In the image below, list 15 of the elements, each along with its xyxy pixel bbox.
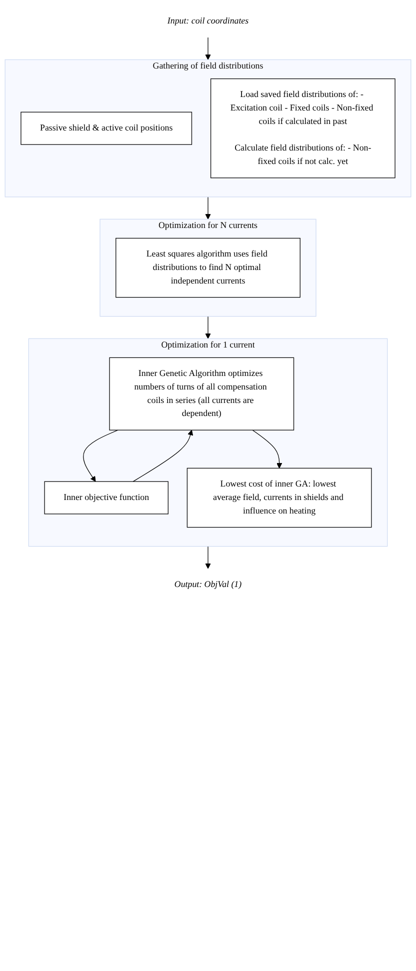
arrow	[83, 430, 118, 482]
arrow	[252, 430, 282, 468]
node-box: Inner Genetic Algorithm optimizes numbers of turns of all compensation coils in series (all currents are dependent)	[109, 357, 294, 430]
node-box: Passive shield & active coil positions	[20, 112, 192, 145]
arrow	[205, 196, 211, 220]
arrow	[205, 316, 211, 339]
arrow	[205, 37, 211, 60]
node-text: Output: ObjVal (1)	[174, 580, 242, 590]
node-box: Load saved field distributions of: - Excitation coil - Fixed coils - Non-fixed coils if calculated in past Calculate field distributions of: - Non-fixed coils if not calc. yet	[210, 78, 396, 178]
arrow	[205, 546, 211, 569]
arrow	[132, 430, 194, 482]
node-box: Least squares algorithm uses field distributions to find N optimal independent currents	[116, 238, 300, 298]
node-text: Input: coil coordinates	[167, 16, 249, 26]
node-box: Lowest cost of inner GA: lowest average field, currents in shields and influence on heating	[186, 468, 372, 528]
node-box: Inner objective function	[44, 481, 168, 514]
